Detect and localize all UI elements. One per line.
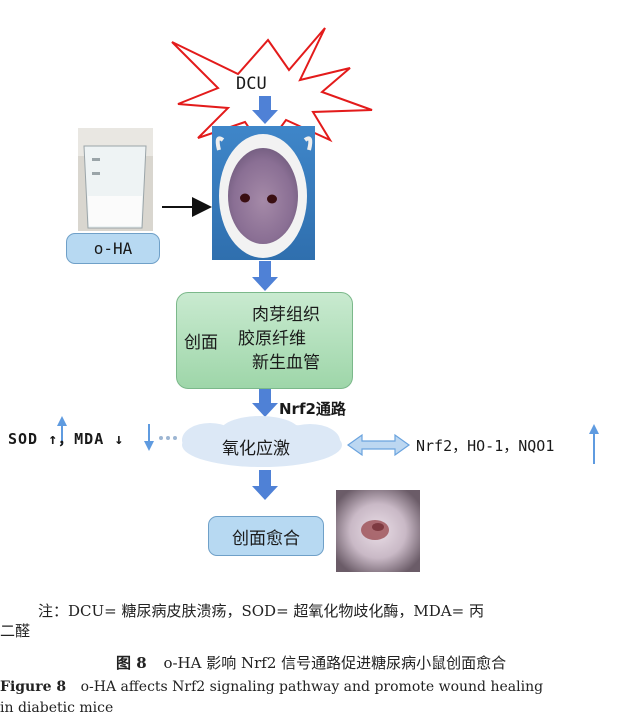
arrow-mouse-to-box [252, 261, 278, 291]
figure-text-cn: o-HA 影响 Nrf2 信号通路促进糖尿病小鼠创面愈合 [163, 654, 507, 672]
outcome-item: 肉芽组织 [252, 305, 320, 325]
oxidative-stress-label: 氧化应激 [222, 439, 290, 459]
arrow-dcu-to-mouse [252, 96, 278, 124]
dcu-label: DCU [236, 74, 267, 94]
nrf2-up-arrow [589, 424, 599, 464]
wound-photo [336, 490, 420, 572]
healing-box: 创面愈合 [208, 516, 324, 556]
sod-mda-text: SOD ↑，MDA ↓ [8, 430, 125, 448]
stress-cloud [182, 416, 342, 467]
figure-title-en-line2: in diabetic mice [0, 700, 114, 716]
outcome-item: 胶原纤维 [238, 329, 306, 349]
dotted-connector [159, 436, 177, 440]
beaker-photo [78, 128, 153, 231]
oha-box: o-HA [66, 233, 160, 264]
mouse-photo [212, 126, 315, 260]
outcome-list: 肉芽组织 胶原纤维 新生血管 [238, 303, 320, 375]
note-line-2: 二醛 [0, 622, 31, 640]
arrow-stress-to-healing [252, 470, 278, 500]
healing-label: 创面愈合 [232, 528, 300, 549]
figure-label-en: Figure 8 [0, 679, 67, 695]
pathway-label: Nrf2通路 [279, 400, 346, 418]
note-line-1: 注：DCU= 糖尿病皮肤溃疡，SOD= 超氧化物歧化酶，MDA= 丙 [38, 602, 484, 620]
outcome-box [176, 292, 353, 389]
figure-title-en-line1: Figure 8 o-HA affects Nrf2 signaling pat… [0, 679, 543, 695]
outcome-item: 新生血管 [252, 353, 320, 373]
dcu-starburst [171, 27, 373, 152]
mda-down-arrow [144, 424, 154, 451]
figure-text-en: o-HA affects Nrf2 signaling pathway and … [80, 679, 544, 695]
sod-mda-label: SOD ↑，MDA ↓ [8, 428, 124, 449]
figure-label-cn: 图 8 [116, 654, 147, 672]
oha-label: o-HA [93, 239, 133, 258]
arrow-box-to-stress [252, 389, 278, 417]
sod-up-arrow [57, 416, 67, 445]
diagram-graphics [57, 27, 599, 572]
figure-title-cn: 图 8 o-HA 影响 Nrf2 信号通路促进糖尿病小鼠创面愈合 [116, 652, 506, 673]
wound-label: 创面 [184, 333, 218, 353]
nrf2-genes-label: Nrf2，HO-1，NQO1 [416, 437, 555, 455]
double-arrow [346, 433, 411, 457]
